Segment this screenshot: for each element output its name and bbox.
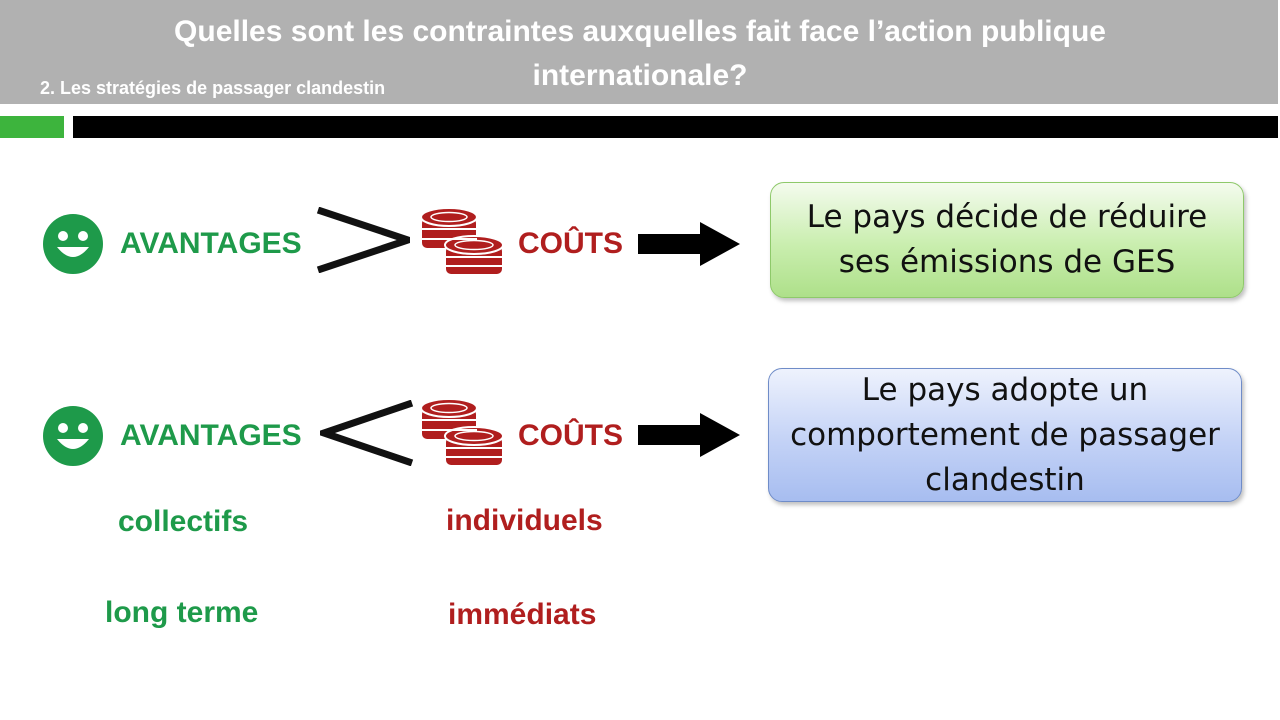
smiley-icon	[43, 406, 103, 466]
arrow-right-icon	[638, 222, 740, 266]
result-line: comportement de passager	[790, 416, 1220, 453]
result-box-free-rider: Le pays adopte un comportement de passag…	[768, 368, 1242, 502]
cost-qualifier-immediate: immédiats	[448, 598, 597, 631]
costs-label: COÛTS	[518, 419, 623, 452]
greater-than-symbol	[316, 207, 410, 273]
accent-bar-green	[0, 116, 64, 138]
less-than-symbol	[320, 400, 414, 466]
accent-bar-black	[73, 116, 1278, 138]
coins-icon	[420, 398, 504, 467]
coins-icon	[420, 207, 504, 276]
header: Quelles sont les contraintes auxquelles …	[0, 0, 1278, 104]
costs-label: COÛTS	[518, 227, 623, 260]
smiley-icon	[43, 214, 103, 274]
advantages-label: AVANTAGES	[120, 419, 302, 452]
result-line: ses émissions de GES	[838, 244, 1176, 280]
advantage-qualifier-long-term: long terme	[105, 596, 259, 629]
cost-qualifier-individual: individuels	[446, 504, 603, 537]
page-title: Quelles sont les contraintes auxquelles …	[174, 15, 1106, 92]
result-line: Le pays adopte un	[861, 371, 1149, 408]
advantages-label: AVANTAGES	[120, 227, 302, 260]
result-line: Le pays décide de réduire	[806, 199, 1208, 235]
result-line: clandestin	[925, 461, 1085, 498]
advantage-qualifier-collective: collectifs	[118, 505, 249, 538]
arrow-right-icon	[638, 413, 740, 457]
result-box-reduce: Le pays décide de réduire ses émissions …	[770, 182, 1244, 298]
section-subtitle: 2. Les stratégies de passager clandestin	[40, 78, 386, 98]
